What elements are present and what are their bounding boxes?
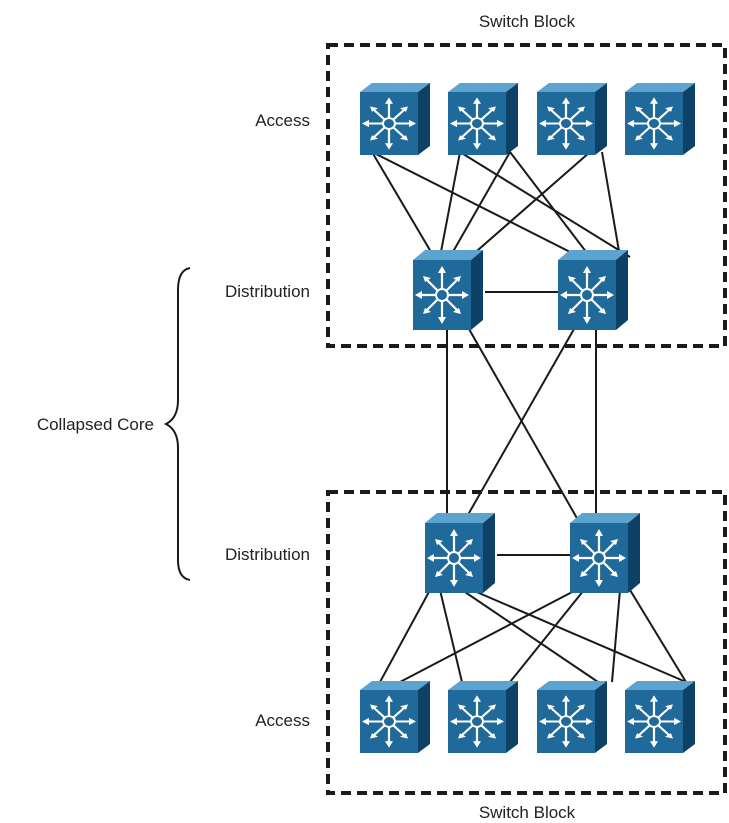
collapsed-core-links bbox=[446, 321, 597, 521]
top-switch-block-label: Switch Block bbox=[479, 12, 576, 31]
top-access-switch-1-icon bbox=[358, 81, 432, 157]
bottom-switch-block-outline bbox=[326, 490, 727, 795]
bottom-access-label: Access bbox=[255, 711, 310, 730]
bottom-access-links bbox=[379, 589, 687, 683]
bottom-access-switch-2-icon bbox=[446, 679, 520, 755]
collapsed-core-brace bbox=[163, 267, 191, 581]
bottom-distribution-switch-1-icon bbox=[423, 511, 497, 595]
top-distribution-switch-1-icon bbox=[411, 248, 485, 332]
top-access-links bbox=[371, 151, 631, 258]
bottom-distribution-label: Distribution bbox=[225, 545, 310, 564]
top-access-switch-4-icon bbox=[623, 81, 697, 157]
bottom-access-switch-1-icon bbox=[358, 679, 432, 755]
collapsed-core-label: Collapsed Core bbox=[37, 415, 154, 434]
top-access-switch-2-icon bbox=[446, 81, 520, 157]
bottom-access-switch-3-icon bbox=[535, 679, 609, 755]
top-distribution-label: Distribution bbox=[225, 282, 310, 301]
bottom-switch-block-label: Switch Block bbox=[479, 803, 576, 822]
bottom-distribution-switch-2-icon bbox=[568, 511, 642, 595]
top-access-label: Access bbox=[255, 111, 310, 130]
bottom-access-switch-4-icon bbox=[623, 679, 697, 755]
top-switch-block-outline bbox=[326, 43, 727, 348]
top-distribution-switch-2-icon bbox=[556, 248, 630, 332]
top-access-switch-3-icon bbox=[535, 81, 609, 157]
